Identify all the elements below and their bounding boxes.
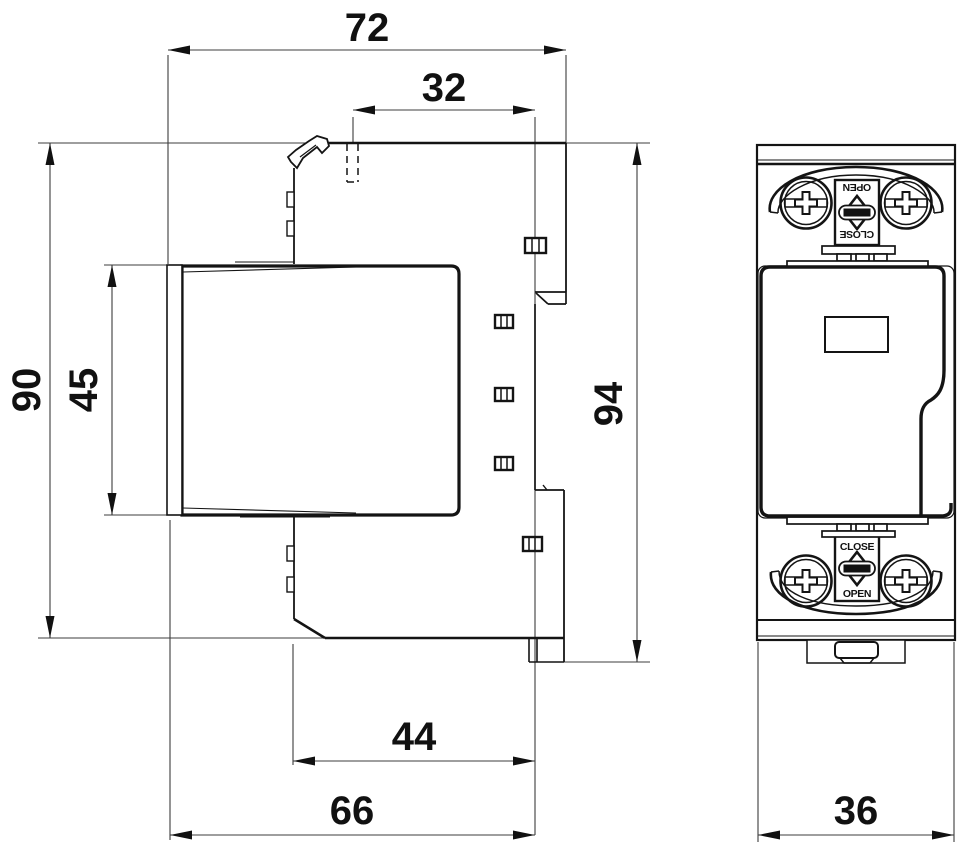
dim-label-36: 36	[834, 789, 879, 833]
hidden-slot-dashed	[346, 144, 359, 183]
terminal-window-d	[493, 455, 515, 472]
side-device-rear-housing	[235, 135, 567, 663]
front-view-dimension	[757, 642, 955, 842]
screw-bottom-right[interactable]	[879, 554, 933, 608]
slider-grip-bar	[843, 564, 871, 573]
interlock-tabs-bottom	[786, 516, 929, 538]
module-front-plate	[166, 264, 183, 516]
retaining-hook-inner	[299, 144, 317, 158]
module-outline-right-notch	[919, 265, 946, 516]
terminal-windows	[493, 236, 548, 553]
din-claw-bottom	[535, 484, 564, 491]
side-view-arrowheads	[45, 45, 642, 840]
side-module-body	[166, 264, 461, 517]
phillips-cross-icon	[794, 191, 818, 215]
terminal-window-a	[523, 236, 548, 255]
front-view: CLOSE OPEN CLOSE OPEN	[755, 143, 957, 842]
terminal-screws	[779, 176, 933, 608]
terminal-window-e	[521, 535, 544, 553]
side-view: 72 32 90 45 94 44 66	[5, 6, 650, 840]
slider-close-label: CLOSE	[840, 541, 875, 553]
module-body-outline	[180, 264, 461, 517]
dim-label-72: 72	[345, 6, 390, 50]
guard-arc-top-inner	[777, 174, 935, 214]
module-label-window	[824, 316, 889, 353]
terminal-guard-arcs	[768, 165, 944, 616]
dim-label-94: 94	[587, 381, 631, 426]
front-foot	[806, 639, 906, 664]
slider-open-label: OPEN	[843, 181, 871, 193]
slider-grip-bar	[843, 208, 871, 217]
guard-arc-top-outer	[768, 165, 944, 213]
phillips-cross-icon	[794, 569, 818, 593]
dim-label-44: 44	[392, 715, 437, 759]
housing-spring-bumps	[286, 191, 295, 593]
bezel-edge-bottom	[182, 507, 357, 514]
dim-label-32: 32	[422, 66, 467, 110]
dim-label-66: 66	[330, 789, 375, 833]
phillips-cross-icon	[894, 569, 918, 593]
guard-arc-bottom-outer	[769, 571, 943, 616]
din-claw-top	[535, 291, 567, 305]
front-module[interactable]	[759, 265, 953, 518]
front-view-arrowheads	[758, 830, 954, 840]
module-outline-left	[759, 265, 953, 518]
interlock-tabs-top	[786, 245, 929, 268]
slider-open-label: OPEN	[843, 588, 871, 600]
release-slider-top[interactable]: CLOSE OPEN	[833, 178, 881, 247]
terminal-window-c	[493, 386, 515, 403]
bottom-chamfer	[293, 617, 326, 640]
phillips-cross-icon	[894, 191, 918, 215]
bezel-edge-top	[182, 266, 357, 273]
terminal-window-b	[493, 313, 515, 330]
slider-close-label: CLOSE	[840, 228, 875, 240]
front-foot-trapezoid	[839, 657, 875, 664]
retaining-hook	[286, 135, 331, 170]
dim-label-90: 90	[5, 368, 49, 413]
front-foot-tab	[834, 641, 879, 659]
guard-arc-bottom-inner	[778, 570, 934, 607]
screw-top-right[interactable]	[879, 176, 933, 230]
side-view-dimension-labels: 72 32 90 45 94 44 66	[5, 6, 631, 833]
dim-label-45: 45	[62, 368, 106, 413]
side-foot	[528, 638, 564, 663]
release-slider-bottom[interactable]: CLOSE OPEN	[833, 534, 881, 603]
